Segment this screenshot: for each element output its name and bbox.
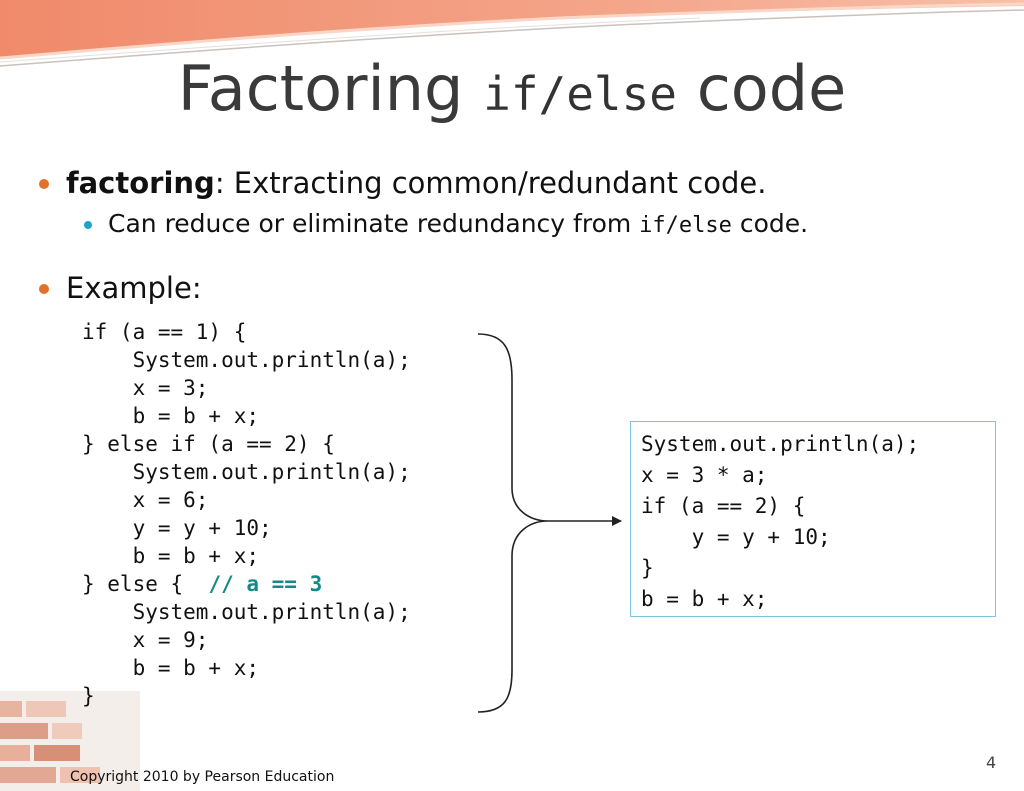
code-line: b = b + x; [82, 404, 260, 428]
bullet-example-text: Example: [66, 271, 202, 305]
code-line: x = 6; [82, 488, 209, 512]
code-line: } else if (a == 2) { [82, 432, 335, 456]
code-line: b = b + x; [641, 587, 768, 611]
code-line: if (a == 1) { [82, 320, 247, 344]
sub-bullet-tail: code. [739, 209, 809, 238]
slide-title: Factoring if/else code [0, 52, 1024, 126]
code-line: } [82, 684, 95, 708]
code-line: y = y + 10; [82, 516, 272, 540]
sub-bullet-text: Can reduce or eliminate redundancy from [108, 209, 632, 238]
code-line-else-text: } else { [82, 572, 209, 596]
sub-bullet-dot [84, 221, 92, 229]
bullet-definition: : Extracting common/redundant code. [214, 166, 767, 200]
sub-bullet-code: if/else [639, 213, 732, 238]
sub-bullet-redundancy: Can reduce or eliminate redundancy from … [84, 209, 809, 238]
code-line: System.out.println(a); [82, 600, 411, 624]
brick-decoration [0, 691, 140, 791]
code-comment: // a == 3 [208, 572, 323, 596]
title-tail: code [696, 52, 847, 125]
bullet-term: factoring [66, 166, 215, 200]
code-factored: System.out.println(a); x = 3 * a; if (a … [630, 421, 996, 617]
title-main: Factoring [177, 52, 464, 125]
code-line: if (a == 2) { [641, 494, 806, 518]
code-line: } [641, 556, 654, 580]
code-line: System.out.println(a); [82, 348, 411, 372]
page-number: 4 [986, 753, 997, 772]
bullet-factoring: factoring: Extracting common/redundant c… [39, 166, 767, 200]
bullet-example: Example: [39, 271, 202, 305]
bullet-dot [39, 284, 49, 294]
code-line: System.out.println(a); [641, 432, 920, 456]
code-line: b = b + x; [82, 544, 260, 568]
code-line: y = y + 10; [641, 525, 831, 549]
title-code: if/else [483, 67, 677, 121]
code-line: System.out.println(a); [82, 460, 411, 484]
bullet-dot [39, 179, 49, 189]
copyright-text: Copyright 2010 by Pearson Education [70, 769, 335, 785]
code-line: x = 3 * a; [641, 463, 768, 487]
code-line: x = 3; [82, 376, 209, 400]
code-line: b = b + x; [82, 656, 260, 680]
code-line-else: } else { // a == 3 [82, 570, 411, 598]
header-swoosh [0, 0, 1024, 67]
code-line: x = 9; [82, 628, 209, 652]
code-original: if (a == 1) { System.out.println(a); x =… [82, 318, 411, 710]
